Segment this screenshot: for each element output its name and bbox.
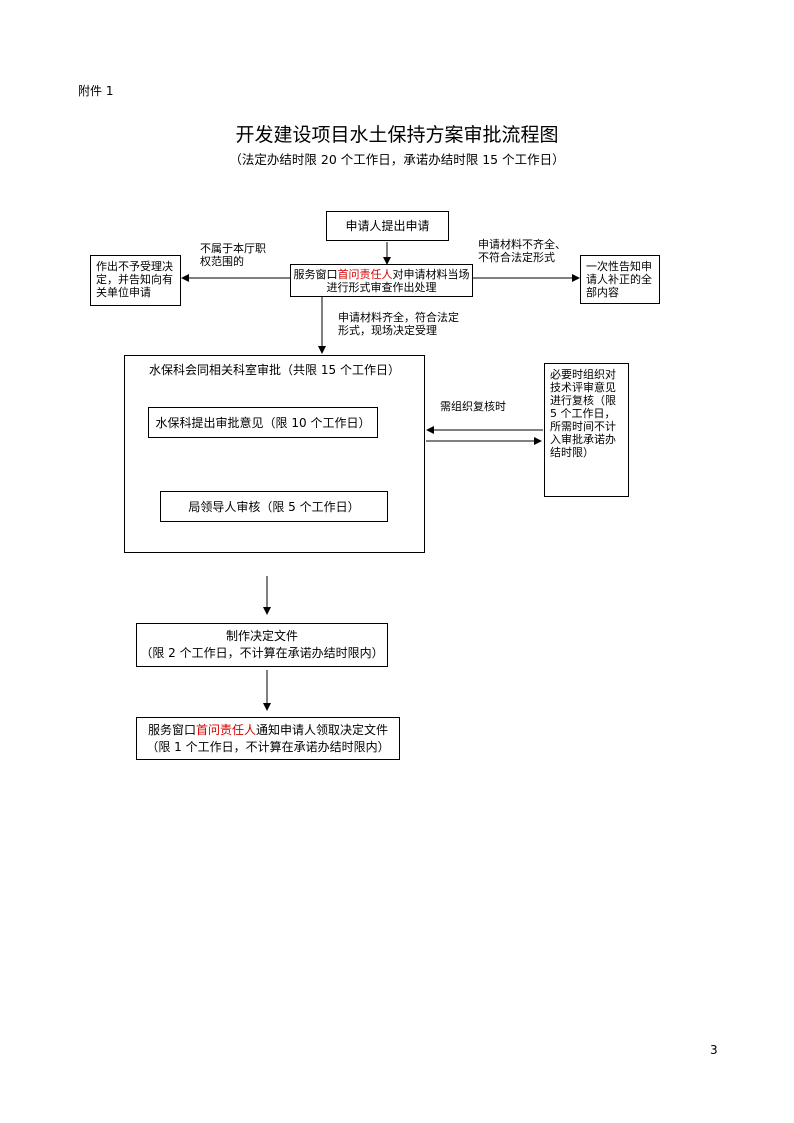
final-text: 服务窗口首问责任人通知申请人领取决定文件 bbox=[137, 723, 399, 737]
decision-limit: （限 2 个工作日，不计算在承诺办结时限内） bbox=[140, 646, 384, 660]
decision-box: 制作决定文件 （限 2 个工作日，不计算在承诺办结时限内） bbox=[136, 623, 388, 667]
page-number: 3 bbox=[710, 1043, 718, 1057]
decision-text: 制作决定文件 bbox=[225, 629, 298, 643]
leader-text: 局领导人审核（限 5 个工作日） bbox=[188, 500, 360, 514]
apply-text: 申请人提出申请 bbox=[345, 219, 430, 233]
page-subtitle: （法定办结时限 20 个工作日，承诺办结时限 15 个工作日） bbox=[229, 152, 565, 167]
notify-text: 一次性告知申请人补正的全部内容 bbox=[586, 260, 652, 299]
opinion-text: 水保科提出审批意见（限 10 个工作日） bbox=[155, 416, 371, 430]
notify-box: 一次性告知申请人补正的全部内容 bbox=[580, 255, 660, 304]
final-limit: （限 1 个工作日，不计算在承诺办结时限内） bbox=[146, 740, 390, 754]
leader-box: 局领导人审核（限 5 个工作日） bbox=[160, 491, 388, 522]
reject-box: 作出不予受理决定，并告知向有关单位申请 bbox=[90, 255, 181, 306]
page-title: 开发建设项目水土保持方案审批流程图 bbox=[235, 124, 559, 146]
reject-text: 作出不予受理决定，并告知向有关单位申请 bbox=[96, 260, 173, 299]
apply-box: 申请人提出申请 bbox=[326, 211, 449, 241]
accept-condition-label: 申请材料齐全，符合法定形式，现场决定受理 bbox=[338, 311, 459, 337]
final-box: 服务窗口首问责任人通知申请人领取决定文件 （限 1 个工作日，不计算在承诺办结时… bbox=[136, 717, 400, 760]
expert-text: 必要时组织对技术评审意见进行复核（限 5 个工作日，所需时间不计入审批承诺办结时… bbox=[550, 368, 616, 459]
final-text-2: 通知申请人领取决定文件 bbox=[256, 723, 389, 737]
final-text-1: 服务窗口 bbox=[147, 723, 196, 737]
review-group-box: 水保科会同相关科室审批（共限 15 个工作日） bbox=[124, 355, 425, 553]
attachment-label: 附件 1 bbox=[78, 84, 114, 98]
expert-condition-label: 需组织复核时 bbox=[440, 400, 506, 413]
notify-condition-label: 申请材料不齐全、不符合法定形式 bbox=[478, 238, 566, 264]
final-responsible-person: 首问责任人 bbox=[195, 723, 256, 737]
reject-condition-label: 不属于本厅职权范围的 bbox=[200, 242, 266, 268]
review-group-title: 水保科会同相关科室审批（共限 15 个工作日） bbox=[149, 363, 400, 377]
window-review-box: 服务窗口首问责任人对申请材料当场进行形式审查作出处理 bbox=[290, 264, 473, 297]
window-responsible-person: 首问责任人 bbox=[337, 268, 393, 281]
expert-box: 必要时组织对技术评审意见进行复核（限 5 个工作日，所需时间不计入审批承诺办结时… bbox=[544, 363, 629, 497]
window-text-1: 服务窗口 bbox=[293, 268, 338, 281]
window-text-2: 对申请材料当场进行形式审查作出处理 bbox=[326, 268, 470, 294]
opinion-box: 水保科提出审批意见（限 10 个工作日） bbox=[148, 407, 378, 438]
